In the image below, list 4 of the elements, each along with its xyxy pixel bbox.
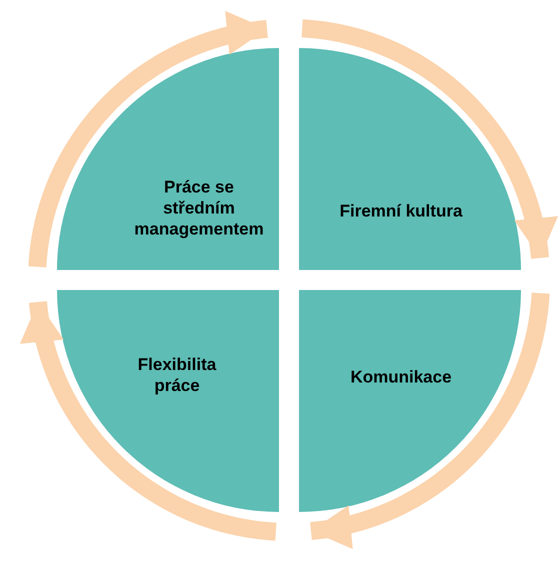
segment-label: Práce se středním managementem	[134, 176, 264, 240]
segment-label: Firemní kultura	[338, 200, 464, 222]
segment-label: Komunikace	[349, 366, 453, 388]
segment-label: Flexibilita práce	[136, 354, 218, 396]
